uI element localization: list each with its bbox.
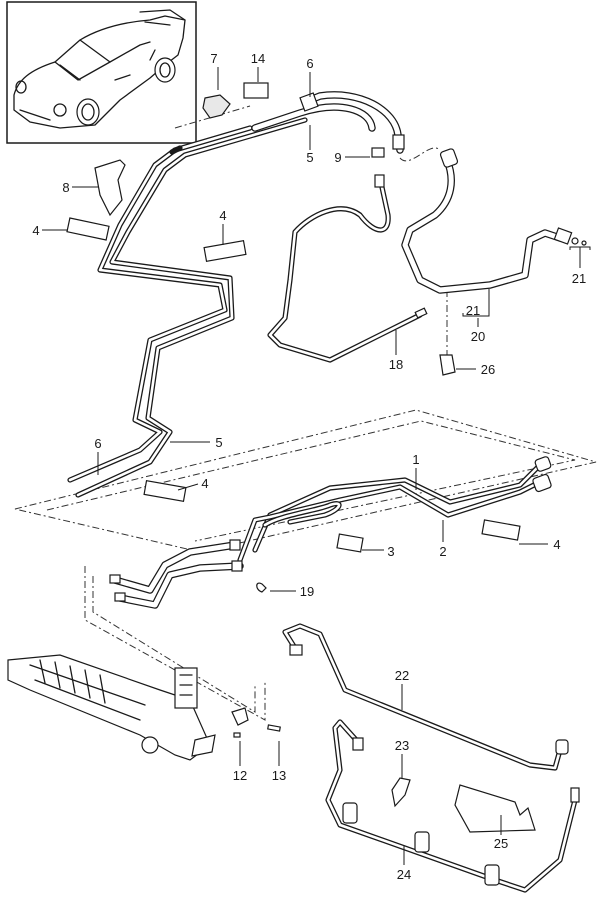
callout-4c[interactable]: 4	[177, 476, 209, 491]
callout-1[interactable]: 1	[412, 452, 420, 490]
pipe-holder-4a	[66, 217, 110, 241]
small-parts	[66, 82, 521, 593]
callout-22[interactable]: 22	[395, 668, 409, 710]
callout-21-hose[interactable]: 21	[462, 289, 490, 318]
pipe-holder-3	[336, 533, 364, 553]
callout-4d[interactable]: 4	[519, 537, 561, 552]
svg-text:2: 2	[439, 544, 446, 559]
svg-text:5: 5	[306, 150, 313, 165]
hose-clamp-9	[371, 147, 385, 158]
return-line-18	[267, 174, 428, 363]
svg-text:13: 13	[272, 768, 286, 783]
upper-lines	[67, 117, 308, 498]
svg-text:21: 21	[466, 303, 480, 318]
heat-shield	[454, 784, 536, 833]
callout-23[interactable]: 23	[395, 738, 409, 778]
callout-4b[interactable]: 4	[219, 208, 227, 245]
vehicle-inset	[6, 1, 197, 144]
pipe-holder-4b	[203, 239, 247, 263]
svg-text:8: 8	[62, 180, 69, 195]
callout-14[interactable]: 14	[251, 51, 265, 82]
svg-text:12: 12	[233, 768, 247, 783]
svg-text:26: 26	[481, 362, 495, 377]
svg-text:4: 4	[553, 537, 560, 552]
rubber-block-14	[243, 82, 269, 99]
callouts: 7 14 6 5 9 8 4 4 21 21 20 18 26 6 5 4 1 …	[32, 51, 591, 882]
line-22	[282, 623, 569, 771]
callout-12[interactable]: 12	[233, 741, 247, 783]
svg-text:20: 20	[471, 329, 485, 344]
svg-text:14: 14	[251, 51, 265, 66]
callout-5-lower[interactable]: 5	[170, 435, 223, 450]
callout-13[interactable]: 13	[272, 741, 286, 783]
callout-4a[interactable]: 4	[32, 223, 68, 238]
callout-3[interactable]: 3	[362, 544, 395, 559]
callout-26[interactable]: 26	[456, 362, 495, 377]
steering-rack	[7, 654, 281, 761]
svg-text:21: 21	[572, 271, 586, 286]
callout-24[interactable]: 24	[397, 845, 411, 882]
callout-18[interactable]: 18	[389, 330, 403, 372]
svg-text:24: 24	[397, 867, 411, 882]
callout-7[interactable]: 7	[210, 51, 219, 90]
callout-5-upper[interactable]: 5	[306, 125, 314, 165]
callout-6-upper[interactable]: 6	[306, 56, 314, 97]
upper-hoses	[251, 91, 405, 154]
lower-left-hoses	[109, 539, 244, 609]
svg-text:6: 6	[306, 56, 313, 71]
pipe-holder-4d	[481, 519, 521, 541]
pipe-holder-4c	[143, 479, 187, 503]
svg-text:19: 19	[300, 584, 314, 599]
svg-text:6: 6	[94, 436, 101, 451]
hose-assembly-20	[401, 148, 587, 294]
svg-text:5: 5	[215, 435, 222, 450]
car-illustration	[13, 9, 186, 129]
svg-text:3: 3	[387, 544, 394, 559]
callout-2[interactable]: 2	[439, 520, 447, 559]
svg-text:22: 22	[395, 668, 409, 683]
callout-8[interactable]: 8	[62, 180, 98, 195]
callout-9[interactable]: 9	[334, 150, 370, 165]
callout-6-lower[interactable]: 6	[94, 436, 102, 475]
svg-text:4: 4	[201, 476, 208, 491]
callout-20[interactable]: 20	[471, 318, 485, 344]
callout-19[interactable]: 19	[270, 584, 314, 599]
svg-text:7: 7	[210, 51, 217, 66]
svg-text:4: 4	[219, 208, 226, 223]
clip-19	[256, 582, 267, 593]
line-24	[325, 719, 580, 893]
callout-21-seals[interactable]: 21	[569, 246, 591, 286]
svg-text:25: 25	[494, 836, 508, 851]
svg-text:9: 9	[334, 150, 341, 165]
svg-text:18: 18	[389, 357, 403, 372]
svg-text:23: 23	[395, 738, 409, 753]
svg-text:4: 4	[32, 223, 39, 238]
clip-26	[439, 354, 456, 376]
svg-text:1: 1	[412, 452, 419, 467]
callout-25[interactable]: 25	[494, 815, 508, 851]
bracket-plate-8	[94, 159, 126, 217]
lower-lines	[237, 456, 552, 563]
clip-23	[391, 777, 411, 808]
mount-bracket-7	[202, 94, 231, 119]
